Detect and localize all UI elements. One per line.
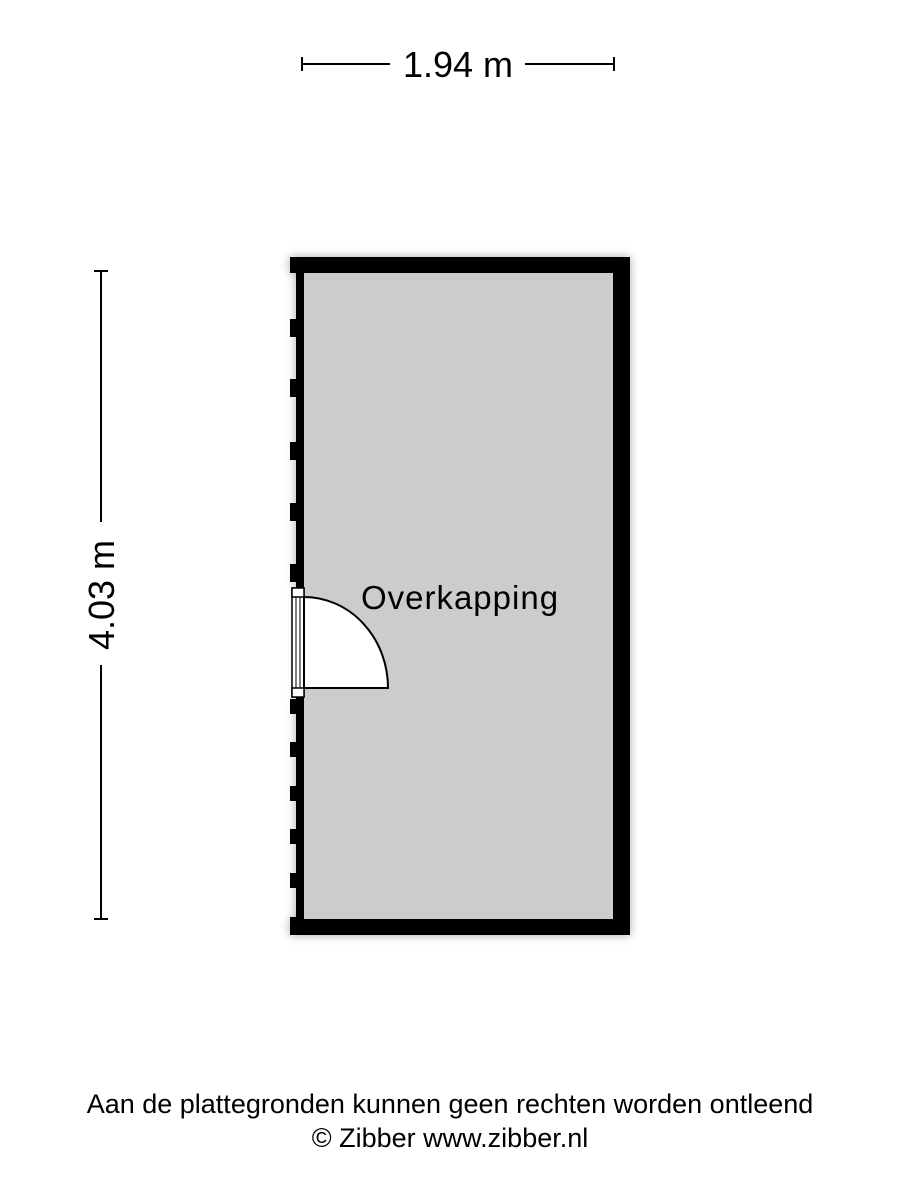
footer-disclaimer: Aan de plattegronden kunnen geen rechten…	[86, 1089, 814, 1119]
door-swing-arc	[303, 595, 390, 689]
footer-copyright: © Zibber www.zibber.nl	[311, 1123, 589, 1153]
wall-left-lower	[296, 697, 304, 935]
wall-bottom	[290, 919, 630, 935]
wall-top	[290, 257, 630, 273]
height-dimension-label: 4.03 m	[81, 540, 122, 650]
room-floor	[297, 264, 623, 928]
width-dimension-label: 1.94 m	[403, 44, 513, 85]
door	[291, 587, 390, 698]
width-dimension: 1.94 m	[301, 44, 615, 85]
height-dimension: 4.03 m	[81, 270, 122, 920]
wall-right	[613, 257, 630, 935]
room-overkapping	[290, 257, 630, 935]
room-label: Overkapping	[361, 579, 559, 616]
wall-left-upper	[296, 257, 304, 588]
left-wall-posts	[290, 319, 304, 933]
door-frame	[291, 587, 305, 698]
